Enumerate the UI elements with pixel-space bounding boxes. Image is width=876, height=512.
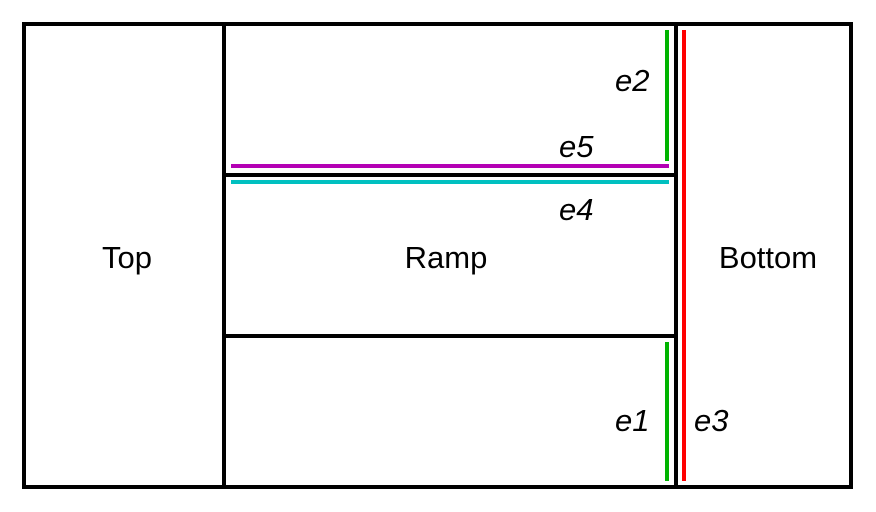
region-bottom-label: Bottom <box>719 240 817 275</box>
edge-e5-label: e5 <box>559 129 594 164</box>
edge-e1-label: e1 <box>615 403 649 438</box>
region-ramp-label: Ramp <box>405 240 488 275</box>
edge-e2-label: e2 <box>615 63 649 98</box>
edge-e4-label: e4 <box>559 192 593 227</box>
outer-border <box>22 22 853 489</box>
edge-e3-label: e3 <box>694 403 728 438</box>
region-top-label: Top <box>102 240 152 275</box>
